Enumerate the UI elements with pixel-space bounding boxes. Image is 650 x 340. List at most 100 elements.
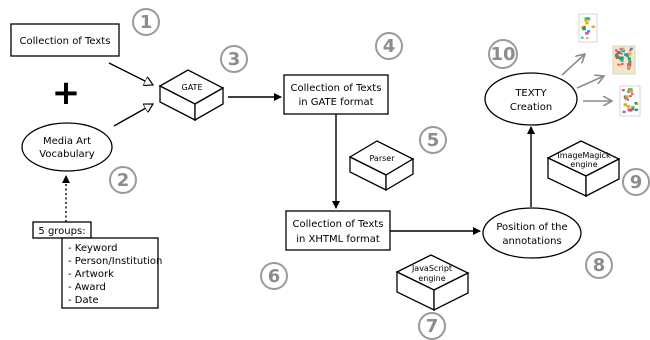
step-number-7: 7: [418, 312, 446, 340]
thumbnail-dot: [627, 52, 632, 56]
arrow-texty-to-thumbnail-2: [576, 76, 604, 89]
gate-label: GATE: [182, 83, 203, 92]
svg-text:8: 8: [593, 255, 606, 276]
step-number-4: 4: [375, 32, 403, 60]
thumbnail-dot: [617, 63, 620, 66]
thumbnail-dot: [621, 49, 625, 53]
thumbnail-dot: [621, 47, 625, 51]
thumbnail-dot: [584, 17, 588, 20]
xhtml-label-line1: Collection of Texts: [293, 219, 384, 230]
svg-text:7: 7: [426, 316, 439, 337]
step-number-2: 2: [109, 166, 137, 194]
parser-cube: Parser: [348, 140, 415, 192]
thumbnail-dot: [624, 53, 628, 57]
javascript-label-line2: engine: [418, 274, 445, 283]
svg-text:1: 1: [140, 12, 153, 33]
xhtml-label-line2: in XHTML format: [296, 234, 380, 245]
step-number-6: 6: [260, 262, 288, 290]
media-art-vocabulary-node: Media Art Vocabulary: [21, 122, 113, 172]
javascript-label-line1: JavaScript: [411, 264, 452, 273]
collection-of-texts-label: Collection of Texts: [20, 36, 111, 47]
svg-text:9: 9: [630, 172, 643, 193]
thumbnail-dot: [626, 105, 631, 108]
javascript-engine-cube: JavaScript engine: [395, 254, 470, 312]
thumbnail-dot: [629, 95, 632, 98]
svg-text:5: 5: [427, 130, 440, 151]
step-number-8: 8: [585, 251, 613, 279]
group-item-date: - Date: [68, 295, 99, 306]
step-number-9: 9: [622, 168, 650, 196]
svg-text:3: 3: [228, 49, 241, 70]
thumbnail-dot: [587, 30, 591, 33]
position-annotations-node: Position of the annotations: [482, 207, 582, 259]
media-art-label-line1: Media Art: [43, 136, 91, 147]
svg-text:10: 10: [490, 44, 515, 65]
plus-sign: +: [52, 73, 81, 113]
thumbnail-dot: [623, 103, 628, 107]
gate-format-label-line2: in GATE format: [298, 97, 373, 108]
position-label-line1: Position of the: [496, 222, 567, 233]
arrow-vocabulary-to-gate: [113, 103, 153, 127]
thumbnail-dot: [632, 108, 635, 111]
collection-of-texts-node: Collection of Texts: [10, 23, 120, 57]
arrow-texty-to-thumbnail-1: [561, 54, 585, 76]
thumbnail-dot: [586, 17, 590, 20]
media-art-label-line2: Vocabulary: [39, 149, 95, 160]
thumbnail-dot: [621, 89, 625, 92]
thumbnail-dot: [582, 27, 586, 31]
thumbnail-dot: [585, 21, 589, 25]
thumbnail-dot: [618, 64, 622, 67]
thumbnail-dot: [634, 108, 638, 112]
thumbnail-dot: [619, 48, 622, 51]
thumbnail-dot: [627, 63, 632, 67]
thumbnail-dot: [621, 62, 624, 65]
groups-node: 5 groups: - Keyword - Person/Institution…: [32, 221, 162, 309]
thumbnail-dot: [615, 53, 619, 57]
thumbnail-dot: [616, 51, 621, 55]
group-item-person-institution: - Person/Institution: [68, 256, 162, 267]
step-number-3: 3: [220, 45, 248, 73]
svg-text:2: 2: [117, 170, 130, 191]
thumbnail-dot: [581, 36, 584, 39]
parser-label: Parser: [369, 154, 395, 163]
thumbnail-dot: [629, 109, 633, 112]
thumbnail-dot: [625, 95, 629, 99]
thumbnail-dot: [615, 56, 620, 59]
arrow-texts-to-gate: [108, 62, 153, 85]
thumbnail-dot: [619, 56, 624, 60]
thumbnail-dot: [620, 52, 623, 55]
thumbnail-dot: [586, 37, 589, 39]
thumbnail-dot: [630, 47, 633, 50]
texty-label-line2: Creation: [510, 102, 552, 113]
gate-format-label-line1: Collection of Texts: [291, 83, 382, 94]
thumbnail-dot: [583, 25, 586, 28]
thumbnail-dot: [628, 60, 632, 63]
thumbnail-dot: [584, 18, 588, 22]
groups-label: 5 groups:: [38, 226, 85, 237]
texty-label-line1: TEXTY: [514, 88, 547, 99]
thumbnail-dot: [620, 59, 624, 62]
texty-thumbnail-1: [578, 13, 598, 43]
svg-text:4: 4: [383, 36, 396, 57]
gate-cube: GATE: [158, 69, 225, 122]
thumbnail-dot: [627, 99, 630, 101]
position-label-line2: annotations: [502, 236, 561, 247]
thumbnail-dot: [615, 49, 618, 52]
thumbnail-dot: [622, 110, 626, 114]
thumbnail-dot: [627, 57, 631, 60]
thumbnail-dot: [627, 65, 631, 69]
thumbnail-dot: [634, 102, 638, 105]
texty-thumbnail-3: [619, 85, 641, 117]
group-item-artwork: - Artwork: [68, 269, 114, 280]
texty-thumbnail-2: [612, 45, 636, 75]
thumbnail-dot: [585, 31, 589, 35]
thumbnail-dot: [631, 93, 634, 96]
thumbnail-dot: [592, 25, 596, 28]
group-item-keyword: - Keyword: [68, 243, 118, 254]
thumbnail-dot: [627, 67, 630, 70]
thumbnail-dot: [591, 26, 595, 29]
gate-format-node: Collection of Texts in GATE format: [283, 74, 389, 115]
imagemagick-label-line1: ImageMagick: [557, 151, 611, 160]
group-item-award: - Award: [68, 282, 106, 293]
